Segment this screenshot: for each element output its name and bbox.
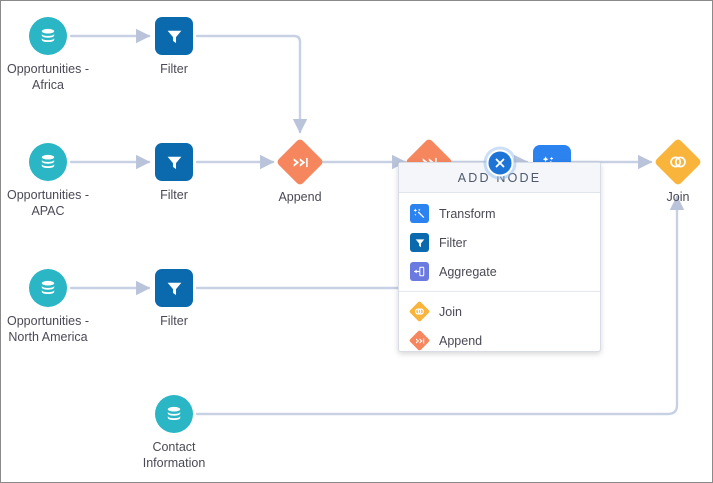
node-label: Contact Information xyxy=(142,440,206,470)
node-label: Filter xyxy=(160,188,188,202)
source-node-shape[interactable] xyxy=(29,17,67,55)
node-filter-3[interactable]: Filter xyxy=(155,269,193,328)
edge-filter3-append2 xyxy=(195,190,437,290)
venn-icon xyxy=(408,300,431,323)
source-node-shape[interactable] xyxy=(29,269,67,307)
popup-title: ADD NODE xyxy=(457,170,542,185)
node-filter-1[interactable]: Filter xyxy=(155,17,193,76)
close-popup-button[interactable] xyxy=(486,149,513,177)
node-filter-2[interactable]: Filter xyxy=(155,143,193,202)
node-opportunities-north-america[interactable]: Opportunities - North America xyxy=(7,269,89,344)
source-node-shape[interactable] xyxy=(155,395,193,433)
filter-node-shape[interactable] xyxy=(155,143,193,181)
node-opportunities-apac[interactable]: Opportunities - APAC xyxy=(7,143,89,218)
menu-separator xyxy=(399,291,600,292)
node-label: Filter xyxy=(160,62,188,76)
funnel-icon xyxy=(410,233,429,252)
menu-item-filter[interactable]: Filter xyxy=(399,228,600,257)
menu-item-join[interactable]: Join xyxy=(399,297,600,326)
aggregate-icon xyxy=(410,262,429,281)
node-label: Opportunities - North America xyxy=(7,314,89,344)
venn-icon xyxy=(661,145,695,179)
funnel-icon xyxy=(167,282,181,295)
node-label: Filter xyxy=(160,314,188,328)
popup-header: ADD NODE xyxy=(399,163,600,193)
node-join-1[interactable]: Join xyxy=(653,137,703,204)
edge-contact-join xyxy=(195,195,685,416)
menu-item-label: Append xyxy=(439,333,483,348)
menu-item-label: Transform xyxy=(439,206,496,221)
filter-node-shape[interactable] xyxy=(155,269,193,307)
menu-item-transform[interactable]: Transform xyxy=(399,199,600,228)
add-node-menu: Transform Filter Aggre xyxy=(399,193,600,355)
close-icon xyxy=(495,158,504,168)
node-label: Append xyxy=(278,190,322,204)
database-icon xyxy=(167,406,181,420)
add-node-popup[interactable]: ADD NODE Transform xyxy=(398,149,601,355)
node-contact-information[interactable]: Contact Information xyxy=(143,395,205,470)
node-label: Join xyxy=(666,190,690,204)
join-icon-wrap xyxy=(408,300,431,323)
node-append-1[interactable]: Append xyxy=(275,137,325,204)
magic-wand-icon xyxy=(410,204,429,223)
database-icon xyxy=(41,280,55,294)
menu-item-label: Filter xyxy=(439,235,467,250)
fast-forward-icon xyxy=(408,329,431,352)
database-icon xyxy=(41,28,55,42)
source-node-shape[interactable] xyxy=(29,143,67,181)
append-node-shape[interactable] xyxy=(275,137,325,187)
node-opportunities-africa[interactable]: Opportunities - Africa xyxy=(7,17,89,92)
fast-forward-icon xyxy=(283,145,317,179)
node-label: Opportunities - APAC xyxy=(7,188,89,218)
filter-node-shape[interactable] xyxy=(155,17,193,55)
join-node-shape[interactable] xyxy=(653,137,703,187)
menu-item-aggregate[interactable]: Aggregate xyxy=(399,257,600,286)
database-icon xyxy=(41,154,55,168)
append-icon-wrap xyxy=(408,329,431,352)
edge-filter1-append1 xyxy=(195,34,308,134)
node-label: Opportunities - Africa xyxy=(7,62,89,92)
menu-item-label: Aggregate xyxy=(439,264,497,279)
menu-item-append[interactable]: Append xyxy=(399,326,600,355)
funnel-icon xyxy=(167,156,181,169)
funnel-icon xyxy=(167,30,181,43)
menu-item-label: Join xyxy=(439,304,462,319)
